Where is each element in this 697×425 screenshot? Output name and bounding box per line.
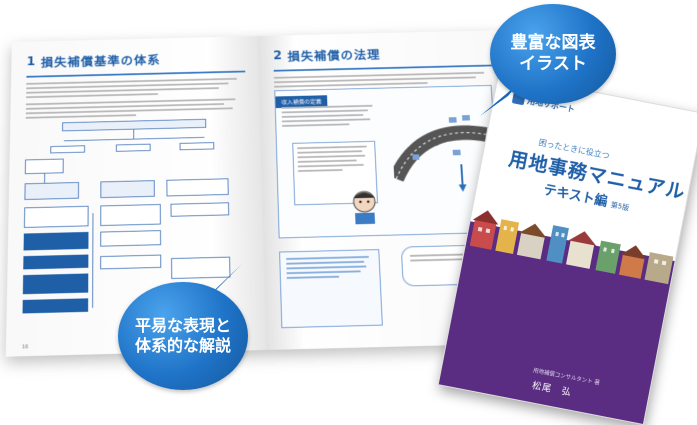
right-section-heading: 2 損失補償の法理 [273, 43, 492, 65]
book-version: 第5版 [610, 200, 630, 213]
bubble-top-line1: 豊富な図表 [510, 32, 596, 53]
left-section-heading: 1 損失補償基準の体系 [27, 49, 246, 71]
bubble-bottom-line2: 体系的な解説 [134, 336, 231, 355]
bubble-top-line2: イラスト [519, 54, 587, 74]
open-book-spread: 1 損失補償基準の体系 [5, 30, 526, 357]
houses-illustration [469, 210, 674, 285]
promo-illustration: 1 損失補償基準の体系 [5, 4, 697, 425]
right-section-rule [273, 64, 493, 72]
left-body-text-2 [25, 98, 247, 119]
left-section-title: 損失補償基準の体系 [40, 54, 161, 71]
left-section-rule [26, 70, 246, 78]
feature-bubble-illustrations: 豊富な図表 イラスト [490, 4, 616, 104]
book-cover: 用地サポート 困ったときに役立つ 用地事務マニュアル テキスト編 第5版 [437, 72, 697, 425]
right-page: 2 損失補償の法理 収入補償の定義 [257, 30, 526, 350]
bubble-bottom-line1: 平易な表現と [134, 316, 231, 335]
feature-bubble-explanation: 平易な表現と 体系的な解説 [118, 282, 248, 390]
bubble-top-tail [480, 84, 518, 116]
illustration-panel: 収入補償の定義 [274, 84, 502, 239]
right-section-title: 損失補償の法理 [287, 48, 381, 65]
left-section-number: 1 [26, 55, 36, 69]
note-box [279, 249, 383, 329]
right-section-number: 2 [273, 49, 283, 63]
character-illustration [346, 188, 383, 225]
panel-text [281, 104, 379, 127]
left-body-text [26, 77, 246, 99]
left-page-number: 16 [21, 344, 29, 351]
book-cover-surface: 用地サポート 困ったときに役立つ 用地事務マニュアル テキスト編 第5版 [437, 72, 697, 425]
